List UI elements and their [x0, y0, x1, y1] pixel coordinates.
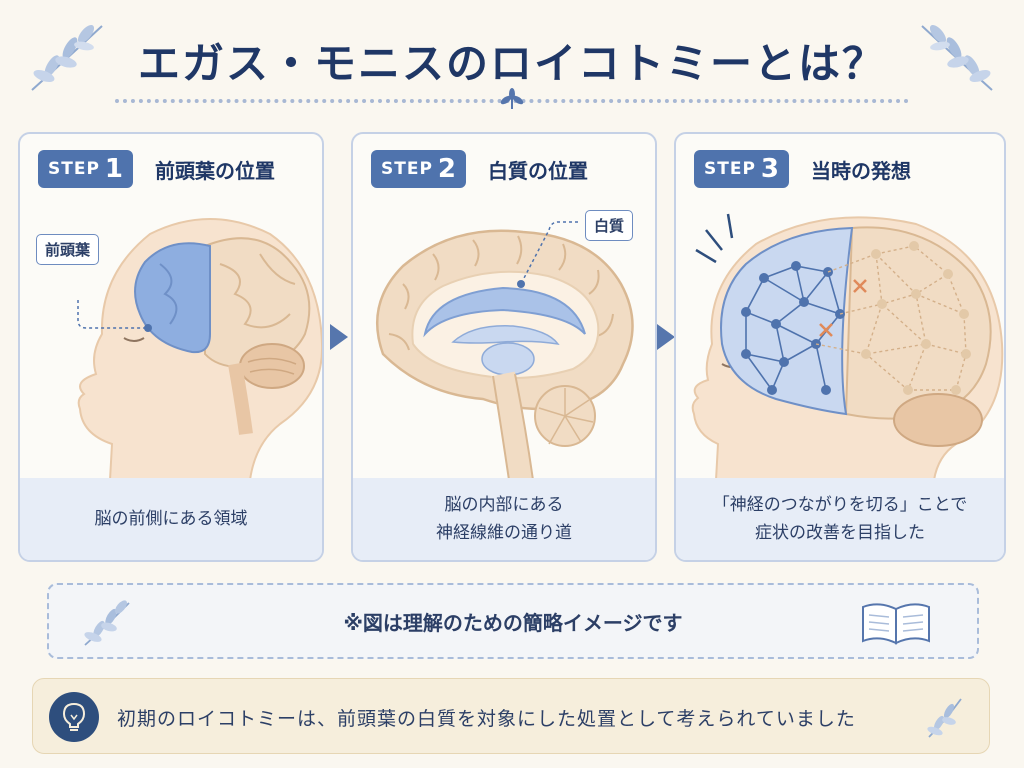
- lightbulb-icon: [49, 692, 99, 742]
- summary-text: 初期のロイコトミーは、前頭葉の白質を対象にした処置として考えられていました: [117, 707, 856, 730]
- step-caption: 脳の内部にある 神経線維の通り道: [353, 478, 655, 560]
- leaf-sprig-icon: [921, 24, 993, 91]
- step-caption: 脳の前側にある領域: [20, 478, 322, 560]
- note-box: ※図は理解のための簡略イメージです: [47, 583, 979, 659]
- page-title: エガス・モニスのロイコトミーとは？: [137, 39, 886, 88]
- cut-x-icon: [819, 279, 867, 337]
- leaf-sprig-icon: [84, 600, 130, 646]
- step-title: 白質の位置: [488, 158, 589, 183]
- leaf-sprig-icon: [500, 88, 524, 109]
- step-header: STEP 2 白質の位置: [371, 150, 588, 188]
- arrow-right-icon: [330, 324, 348, 350]
- step-card-3: STEP 3 当時の発想: [674, 132, 1006, 562]
- step-badge: STEP 1: [38, 150, 134, 188]
- step-card-1: STEP 1 前頭葉の位置 前頭葉 脳の前側にある領域: [18, 132, 324, 562]
- step-card-2: STEP 2 白質の位置 白質 脳の内部にある 神経線維の通り道: [351, 132, 657, 562]
- leaf-sprig-icon: [927, 698, 962, 738]
- callout-frontal-lobe: 前頭葉: [36, 234, 100, 265]
- head-profile-illustration: [77, 218, 322, 481]
- step-caption: 「神経のつながりを切る」ことで 症状の改善を目指した: [676, 478, 1004, 560]
- leaf-sprig-icon: [31, 24, 103, 91]
- callout-white-matter: 白質: [585, 210, 634, 241]
- step-header: STEP 1 前頭葉の位置: [38, 150, 275, 188]
- step-header: STEP 3 当時の発想: [694, 150, 911, 188]
- neural-network-illustration: [691, 213, 1004, 481]
- summary-bar: 初期のロイコトミーは、前頭葉の白質を対象にした処置として考えられていました: [32, 678, 990, 754]
- arrow-right-icon: [657, 324, 675, 350]
- book-icon: [862, 603, 930, 645]
- step-title: 当時の発想: [811, 158, 912, 183]
- note-text: ※図は理解のための簡略イメージです: [343, 610, 683, 635]
- step-title: 前頭葉の位置: [155, 158, 276, 183]
- step-badge: STEP 2: [371, 150, 467, 188]
- brain-section-illustration: [376, 221, 634, 482]
- step-badge: STEP 3: [694, 150, 790, 188]
